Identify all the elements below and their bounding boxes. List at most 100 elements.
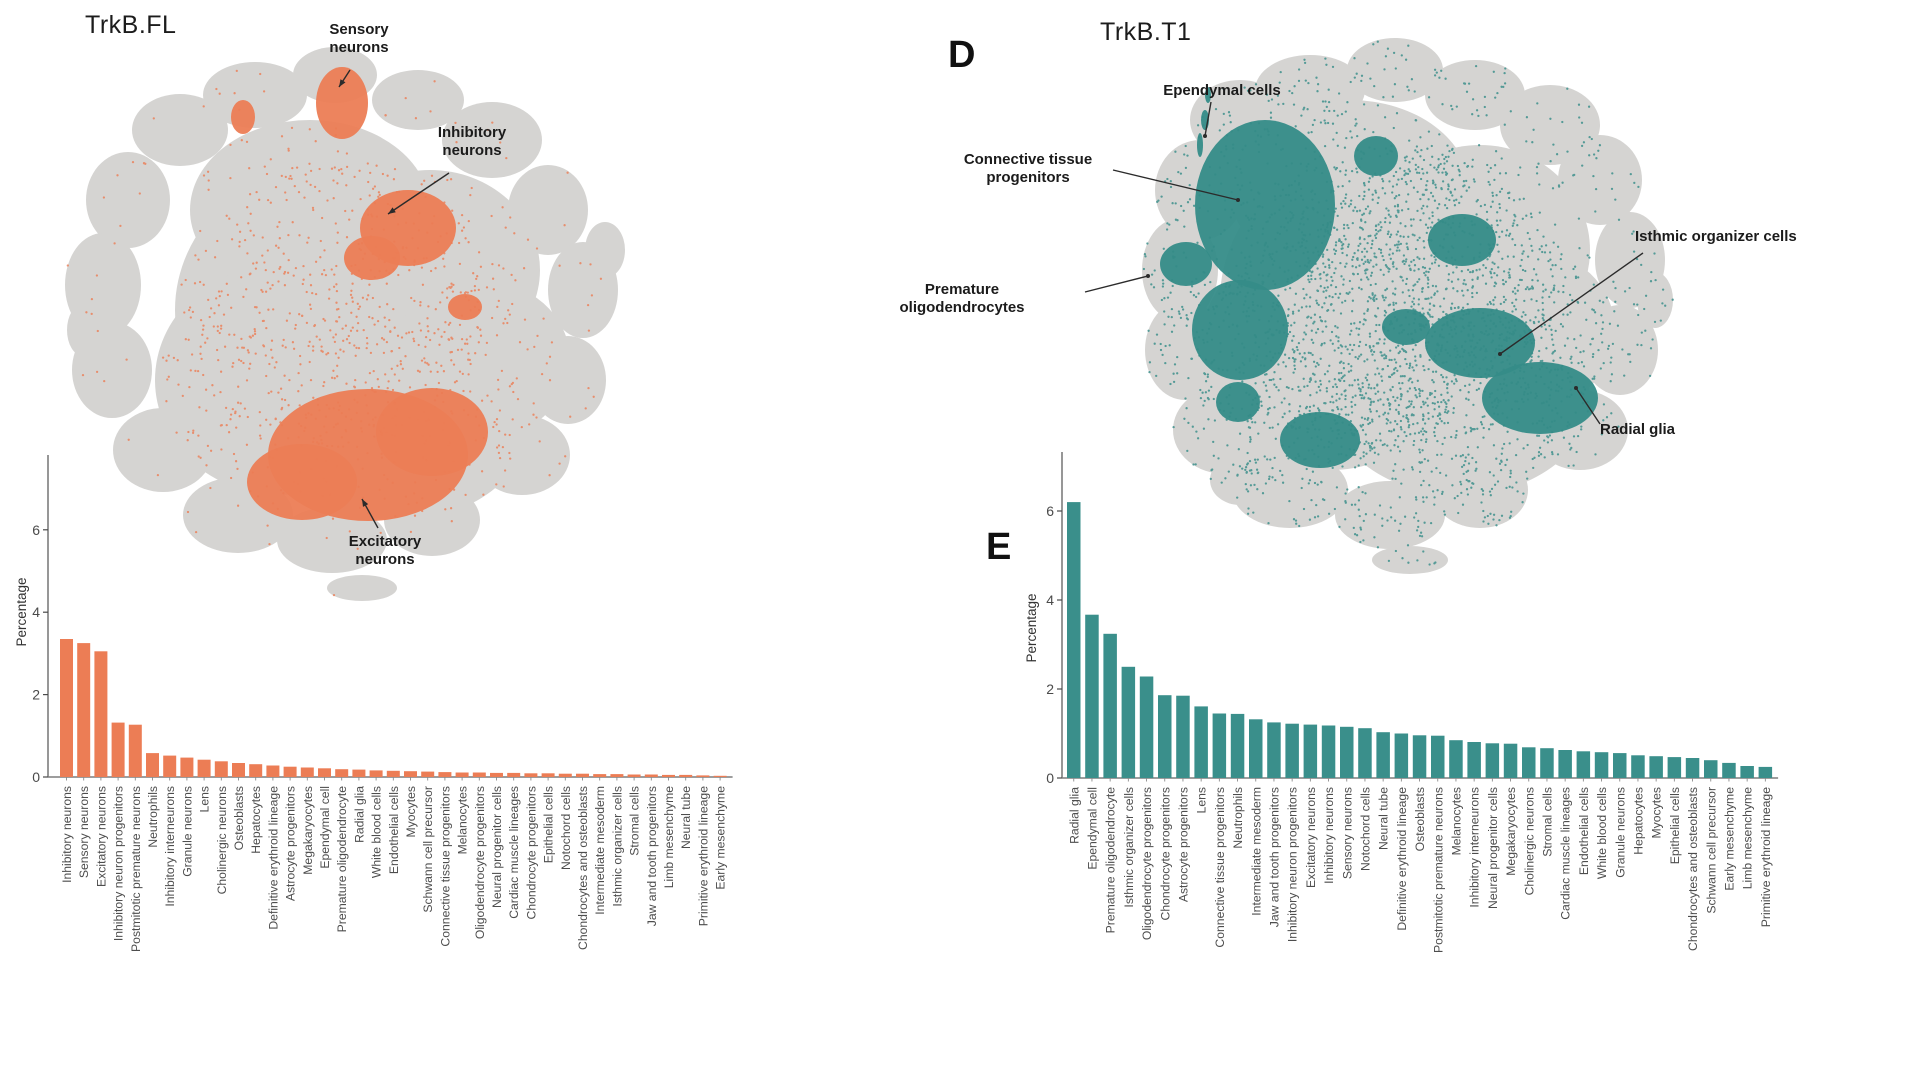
bar: [1321, 725, 1336, 778]
annotation-excitatory-neurons: Excitatory neurons: [348, 533, 422, 568]
cluster-blob: [1210, 455, 1270, 505]
category-label: Myocytes: [1650, 787, 1664, 838]
bar: [438, 772, 452, 777]
bar: [541, 773, 555, 777]
category-label: Inhibitory neurons: [1322, 787, 1336, 884]
bar: [1230, 713, 1245, 778]
category-label: Endothelial cells: [1577, 787, 1591, 875]
category-label: Astrocyte progenitors: [284, 786, 298, 901]
annotation-inhibitory-neurons: Inhibitory neurons: [437, 124, 507, 159]
bar: [713, 775, 727, 777]
highlighted-cluster: [1197, 133, 1203, 157]
cluster-blob: [1335, 481, 1445, 549]
category-label: Osteoblasts: [232, 786, 246, 850]
y-tick-label: 4: [1046, 592, 1054, 608]
bar: [1740, 766, 1754, 778]
bar: [455, 772, 469, 777]
bar: [1704, 760, 1718, 778]
cluster-blob: [113, 408, 213, 492]
category-label: White blood cells: [370, 786, 384, 878]
category-label: Sensory neurons: [77, 786, 91, 878]
category-label: Radial glia: [352, 786, 366, 843]
category-label: Stromal cells: [628, 786, 642, 856]
annotation-radial-glia: Radial glia: [1600, 421, 1676, 438]
category-label: Notochord cells: [559, 786, 573, 870]
y-tick-label: 2: [1046, 681, 1054, 697]
bar: [421, 771, 435, 777]
bar: [490, 772, 503, 777]
category-label: Primitive erythroid lineage: [1759, 787, 1773, 927]
highlighted-cluster: [1482, 362, 1598, 434]
highlighted-cluster: [1354, 136, 1398, 176]
highlighted-cluster: [344, 236, 400, 280]
category-label: Chondrocyte progenitors: [1158, 787, 1172, 920]
cluster-blob: [203, 62, 307, 128]
bar: [679, 774, 693, 777]
y-axis-label: Percentage: [14, 577, 29, 646]
category-label: Inhibitory neuron progenitors: [1286, 787, 1300, 942]
bar: [1249, 719, 1263, 778]
category-label: Inhibitory interneurons: [163, 786, 177, 907]
category-label: Astrocyte progenitors: [1176, 787, 1190, 902]
bar: [507, 772, 521, 777]
bar: [1412, 735, 1427, 778]
bar: [1576, 751, 1591, 778]
category-label: Cardiac muscle lineages: [1559, 787, 1573, 920]
bar: [1522, 747, 1536, 778]
category-label: Postmitotic premature neurons: [1431, 787, 1445, 953]
bar: [60, 639, 73, 777]
cluster-blob: [442, 102, 542, 178]
bar: [1085, 614, 1099, 778]
bar: [1613, 753, 1627, 778]
category-label: Chondrocyte progenitors: [524, 786, 538, 919]
category-label: Connective tissue progenitors: [438, 786, 452, 947]
category-label: Cardiac muscle lineages: [507, 786, 521, 919]
bar: [1667, 757, 1682, 778]
bar: [576, 773, 589, 777]
bar: [111, 722, 125, 777]
annotation-sensory-neurons: Sensory neurons: [329, 21, 389, 56]
y-tick-label: 0: [32, 769, 40, 785]
bar: [318, 768, 331, 777]
bar: [1449, 740, 1463, 778]
cluster-blob: [1425, 60, 1525, 130]
category-label: Granule neurons: [1613, 787, 1627, 878]
category-label: Myocytes: [404, 786, 418, 837]
bar: [180, 757, 194, 777]
expressing-cells-dots: [66, 69, 603, 597]
category-label: Jaw and tooth progenitors: [1267, 787, 1281, 927]
tsne-plot-trkb-fl: [65, 47, 625, 601]
category-label: Oligodendrocyte progenitors: [1140, 787, 1154, 940]
bar: [197, 759, 211, 777]
category-label: Neutrophils: [1231, 787, 1245, 849]
bar: [1558, 750, 1572, 778]
cluster-blob: [372, 70, 464, 130]
bar: [696, 775, 710, 777]
bar: [232, 763, 245, 777]
bar: [404, 771, 417, 777]
category-label: Neutrophils: [146, 786, 160, 848]
bar: [163, 755, 177, 777]
bar: [369, 770, 383, 777]
category-label: Neural progenitor cells: [490, 786, 504, 908]
panel-letter-e: E: [986, 526, 1012, 568]
category-label: Schwann cell precursor: [1704, 787, 1718, 914]
cluster-blob: [530, 336, 606, 424]
annotation-premature-oligodendrocytes: Premature oligodendrocytes: [899, 281, 1025, 316]
bar: [1540, 748, 1554, 778]
bar: [1394, 733, 1409, 778]
category-label: Neural progenitor cells: [1486, 787, 1500, 909]
category-label: Neural tube: [1377, 787, 1391, 850]
category-label: Epithelial cells: [1668, 787, 1682, 864]
bar: [1103, 633, 1117, 778]
cluster-blob: [1432, 452, 1528, 528]
category-label: Melanocytes: [1449, 787, 1463, 855]
cluster-blob: [585, 222, 625, 278]
category-label: Early mesenchyme: [1722, 787, 1736, 891]
category-label: Inhibitory neuron progenitors: [112, 786, 126, 941]
cluster-blob: [132, 94, 228, 166]
y-tick-label: 6: [32, 522, 40, 538]
bar: [644, 774, 658, 777]
